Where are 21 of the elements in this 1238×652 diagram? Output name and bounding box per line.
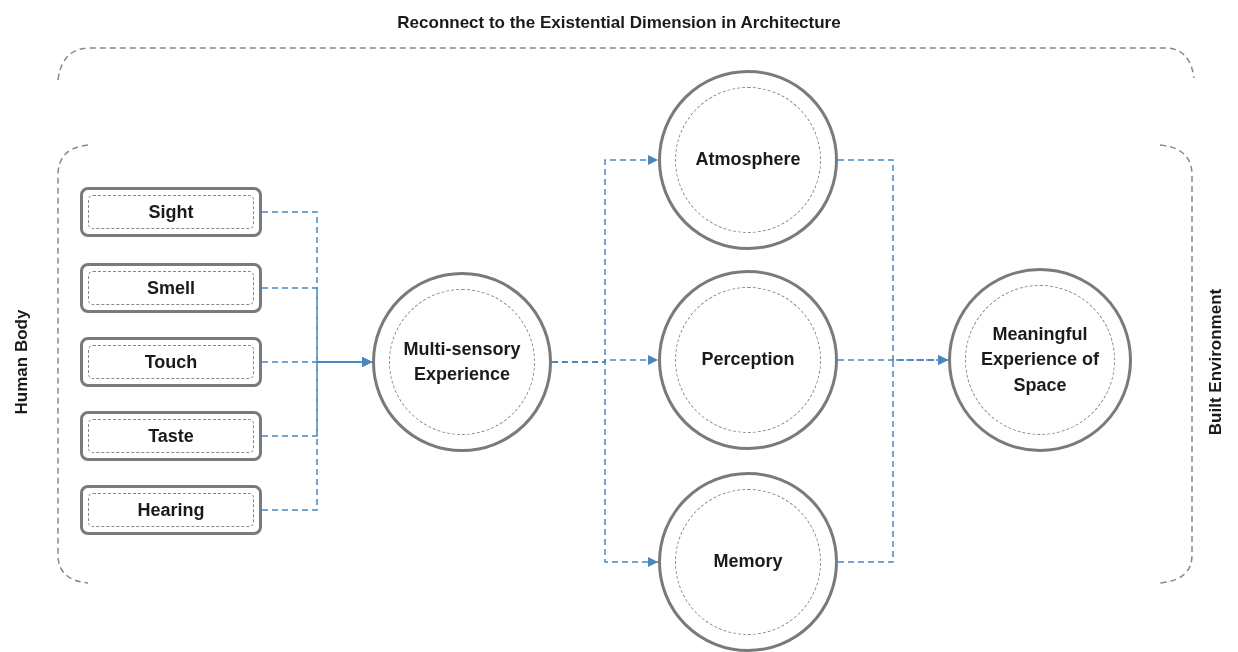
sense-box <box>80 187 262 237</box>
node-label: Meaningful Experience of Space <box>979 323 1100 397</box>
sense-box <box>80 263 262 313</box>
sense-box <box>80 411 262 461</box>
side-label: Human Body <box>11 309 33 415</box>
diagram-title: Reconnect to the Existential Dimension in Architecture <box>396 12 842 34</box>
node-label: Hearing <box>137 498 205 522</box>
node-label: Smell <box>147 276 195 300</box>
side-label: Built Environment <box>1205 288 1227 436</box>
node-label: Memory <box>713 550 783 574</box>
node-label: Sight <box>148 200 194 224</box>
arrow <box>837 355 949 563</box>
node-label: Perception <box>701 348 795 372</box>
node-label: Taste <box>148 424 194 448</box>
arrow <box>551 361 659 567</box>
arrow <box>261 357 373 511</box>
node-label: Touch <box>144 350 198 374</box>
node-label: Atmosphere <box>695 148 801 172</box>
node-label: Multi-sensory Experience <box>402 337 522 386</box>
sense-box <box>80 485 262 535</box>
sense-box <box>80 337 262 387</box>
